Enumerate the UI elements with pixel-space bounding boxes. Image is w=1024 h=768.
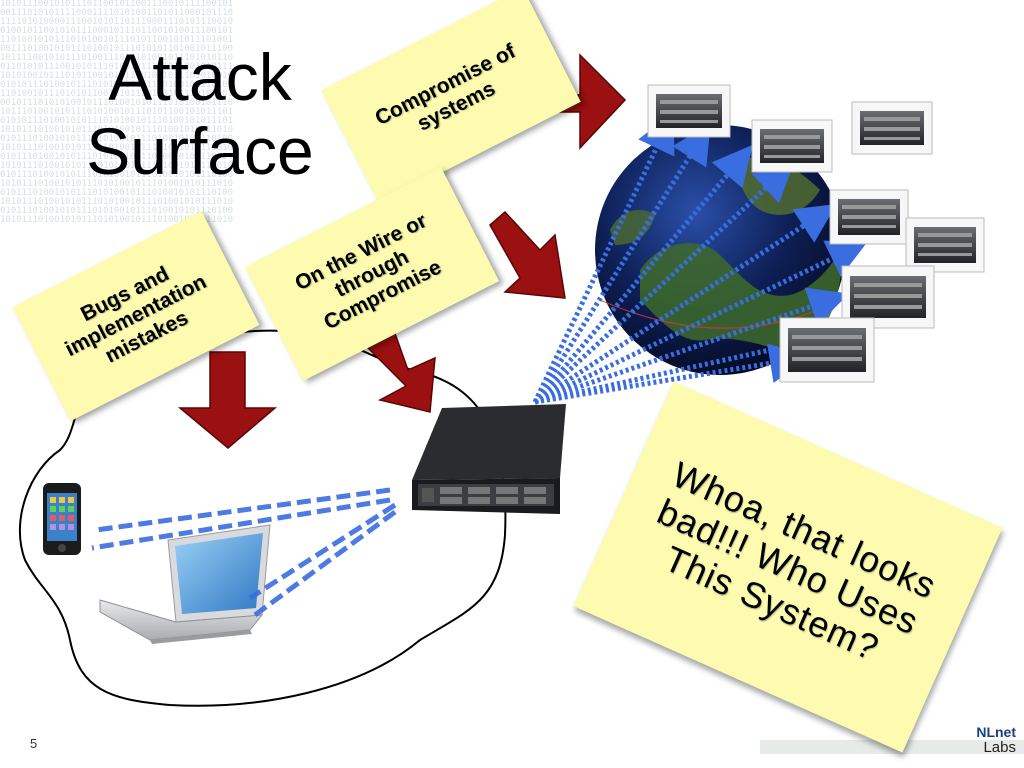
network-boundary — [18, 329, 507, 707]
slide-title: Attack Surface — [60, 40, 340, 188]
internet-connections — [532, 111, 869, 405]
smartphone-icon — [43, 483, 81, 555]
server-icon — [412, 404, 566, 514]
down-arrow-icon — [177, 351, 278, 449]
title-line-1: Attack — [108, 40, 292, 114]
logo-line-1: NLnet — [976, 724, 1016, 740]
right-arrow-icon — [489, 210, 566, 299]
rack-server-icon — [779, 317, 875, 383]
rack-server-icon — [829, 189, 909, 245]
rack-server-icon — [751, 119, 833, 173]
laptop-icon — [99, 524, 271, 644]
rack-server-icon — [905, 217, 985, 273]
right-arrow-icon — [559, 53, 627, 150]
logo-line-2: Labs — [983, 739, 1016, 756]
rack-server-icon — [851, 101, 933, 155]
slide-number: 5 — [30, 736, 38, 751]
title-line-2: Surface — [86, 114, 314, 188]
binary-background-decoration: 1010111001010111011001011001110010111100… — [0, 0, 233, 225]
rack-server-icon — [647, 84, 731, 138]
local-connections — [91, 487, 397, 618]
nlnet-labs-logo: NLnet Labs — [966, 724, 1016, 758]
